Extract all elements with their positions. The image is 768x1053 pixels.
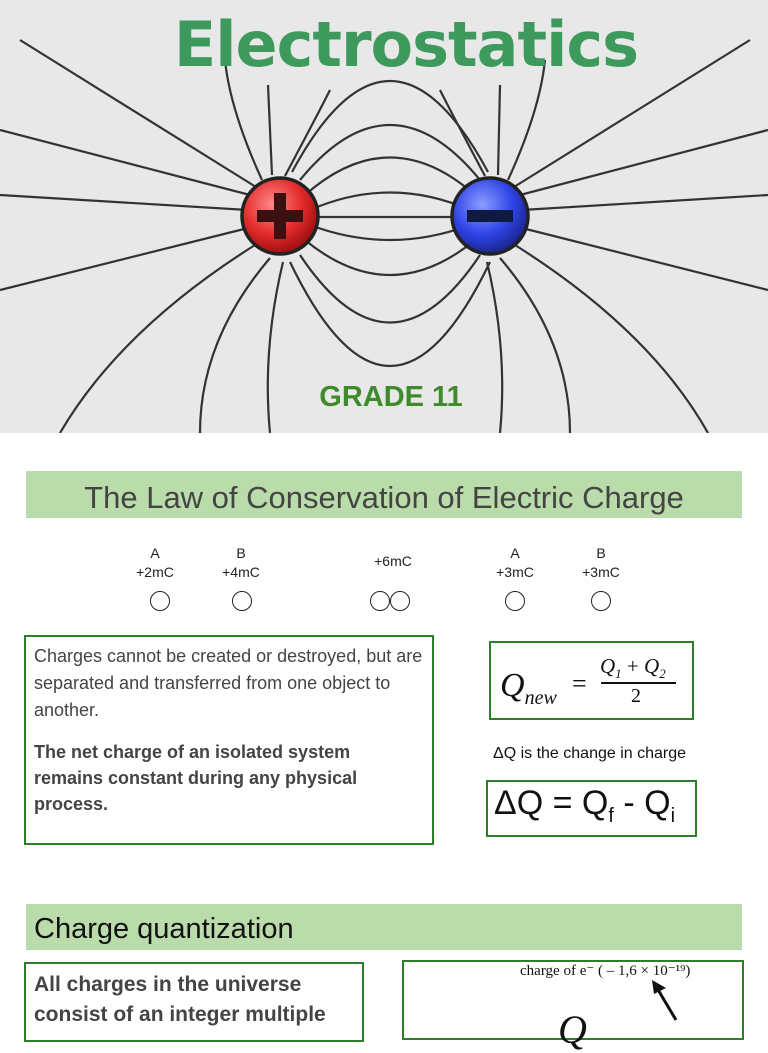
sphere-contact-right [390,591,410,611]
section-heading-conservation: The Law of Conservation of Electric Char… [26,471,742,518]
sphere-contact-left [370,591,390,611]
field-lines-diagram [0,39,768,433]
formula-q-partial: Q [558,1007,587,1052]
banner: Electrostatics GRADE 11 [0,0,768,433]
section-heading-quantization: Charge quantization [26,904,742,950]
charge-label-contact: +6mC [374,553,412,569]
negative-charge [450,176,530,256]
charge-label-b-after: B+3mC [582,545,620,580]
sphere-a-after [505,591,525,611]
sphere-b-after [591,591,611,611]
pointer-arrow-icon [652,980,678,1021]
delta-q-note: ΔQ is the change in charge [493,745,687,762]
charge-label-b-before: B+4mC [222,545,260,580]
charge-label-a-before: A+2mC [136,545,174,580]
formula-box-new-charge [489,641,694,720]
charge-label-a-after: A+3mC [496,545,534,580]
quantization-paragraph: All charges in the universe consist of a… [34,973,326,1026]
positive-charge [240,176,320,256]
sphere-b-before [232,591,252,611]
page-title: Electrostatics [173,8,639,81]
conservation-text-box [24,635,434,845]
formula-delta-q: ΔQ = Qf - Qi [494,784,676,827]
sphere-a-before [150,591,170,611]
conservation-paragraph: Charges cannot be created or destroyed, … [34,646,423,720]
grade-label: GRADE 11 [319,381,463,413]
formula-box-delta [486,780,697,837]
net-charge-statement: The net charge of an isolated system rem… [34,742,358,814]
electron-charge-note: charge of e⁻ ( – 1,6 × 10⁻¹⁹) [520,963,691,979]
